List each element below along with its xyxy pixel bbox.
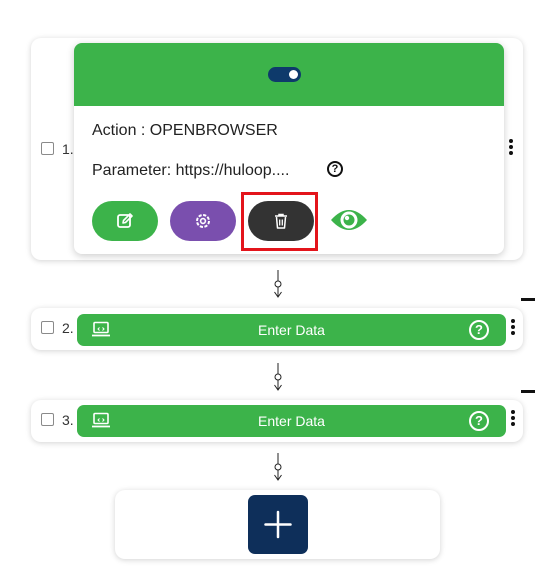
collapse-dash[interactable]	[521, 390, 535, 393]
gear-icon	[196, 214, 210, 228]
laptop-icon	[92, 412, 110, 428]
edit-icon	[117, 213, 133, 228]
settings-button[interactable]	[170, 201, 236, 241]
step-menu-1[interactable]	[508, 139, 514, 159]
step-checkbox-3[interactable]	[41, 413, 54, 426]
help-icon[interactable]: ?	[469, 411, 489, 431]
eye-icon	[331, 210, 367, 230]
enable-toggle[interactable]	[268, 67, 301, 82]
step-menu-3[interactable]	[510, 410, 516, 430]
step-checkbox-1[interactable]	[41, 142, 54, 155]
delete-button[interactable]	[248, 201, 314, 241]
toggle-knob	[289, 70, 298, 79]
step-bar-2[interactable]: Enter Data ?	[77, 314, 506, 346]
step-details-popup: Action : OPENBROWSER Parameter: https://…	[74, 43, 504, 254]
edit-button[interactable]	[92, 201, 158, 241]
step-bar-3[interactable]: Enter Data ?	[77, 405, 506, 437]
action-text: Action : OPENBROWSER	[92, 122, 278, 139]
step-number-3: 3.	[62, 412, 74, 428]
step-number-2: 2.	[62, 320, 74, 336]
help-icon[interactable]: ?	[327, 161, 343, 177]
connector-arrow	[274, 363, 282, 391]
step-checkbox-2[interactable]	[41, 321, 54, 334]
trash-icon	[275, 213, 287, 229]
parameter-text: Parameter: https://huloop....	[92, 162, 290, 179]
step-label: Enter Data	[258, 322, 325, 338]
collapse-dash[interactable]	[521, 298, 535, 301]
step-label: Enter Data	[258, 413, 325, 429]
laptop-icon	[92, 321, 110, 337]
delete-highlight	[241, 192, 318, 251]
view-button[interactable]	[329, 203, 369, 237]
add-step-button[interactable]	[248, 495, 308, 554]
plus-icon	[264, 510, 292, 539]
help-icon[interactable]: ?	[469, 320, 489, 340]
connector-arrow	[274, 270, 282, 298]
step-menu-2[interactable]	[510, 319, 516, 339]
step-number-1: 1.	[62, 141, 74, 157]
popup-header	[74, 43, 504, 106]
connector-arrow	[274, 453, 282, 481]
